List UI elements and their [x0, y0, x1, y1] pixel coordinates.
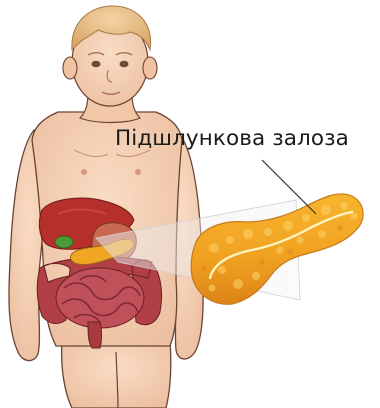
- small-intestine: [56, 268, 144, 328]
- rectum: [88, 322, 102, 348]
- pancreas-label: Підшлункова залоза: [115, 128, 349, 150]
- legs: [62, 340, 171, 408]
- gallbladder: [55, 236, 73, 248]
